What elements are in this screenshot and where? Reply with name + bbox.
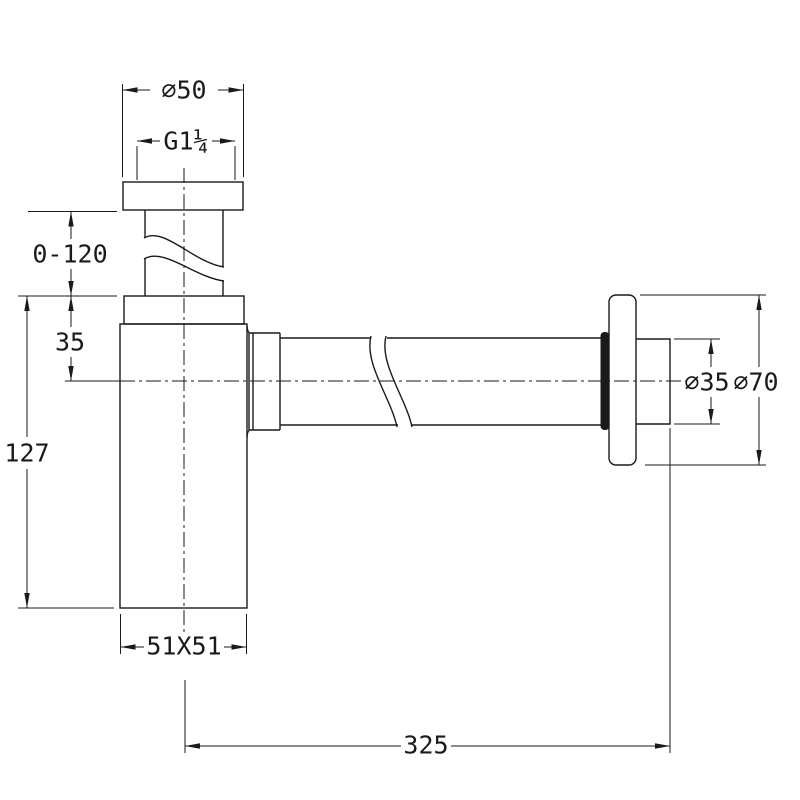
dim-tube-adjust-range-label: 0-120 — [32, 240, 107, 269]
dim-outlet-pipe-diameter-label: ⌀35 — [684, 368, 729, 397]
wall-gasket — [600, 332, 610, 430]
dim-body-footprint-label: 51X51 — [146, 632, 221, 661]
pipe-break-left — [369, 335, 398, 428]
riser-break-upper — [143, 235, 225, 268]
dimensions: ⌀50 G1¼ 0-120 35 127 51X51 ⌀35 ⌀70 325 — [4, 76, 778, 760]
dim-top-flange-diameter-label: ⌀50 — [161, 76, 206, 105]
extension-lines — [18, 84, 766, 753]
wall-flange — [608, 294, 637, 466]
top-flange — [122, 181, 244, 211]
dim-inlet-offset-label: 35 — [55, 328, 85, 357]
dim-outlet-length-label: 325 — [403, 731, 448, 760]
dim-thread-size-label: G1¼ — [163, 127, 208, 156]
dim-wall-flange-diameter-label: ⌀70 — [733, 368, 778, 397]
dimension-arrows — [24, 87, 762, 749]
part-outline — [119, 181, 671, 609]
dim-body-height-label: 127 — [4, 439, 49, 468]
riser-break-lower — [143, 255, 225, 282]
centerlines — [120, 168, 686, 632]
riser-tube — [144, 210, 224, 296]
dimension-lines — [26, 89, 760, 747]
outlet-pipe — [280, 337, 603, 426]
